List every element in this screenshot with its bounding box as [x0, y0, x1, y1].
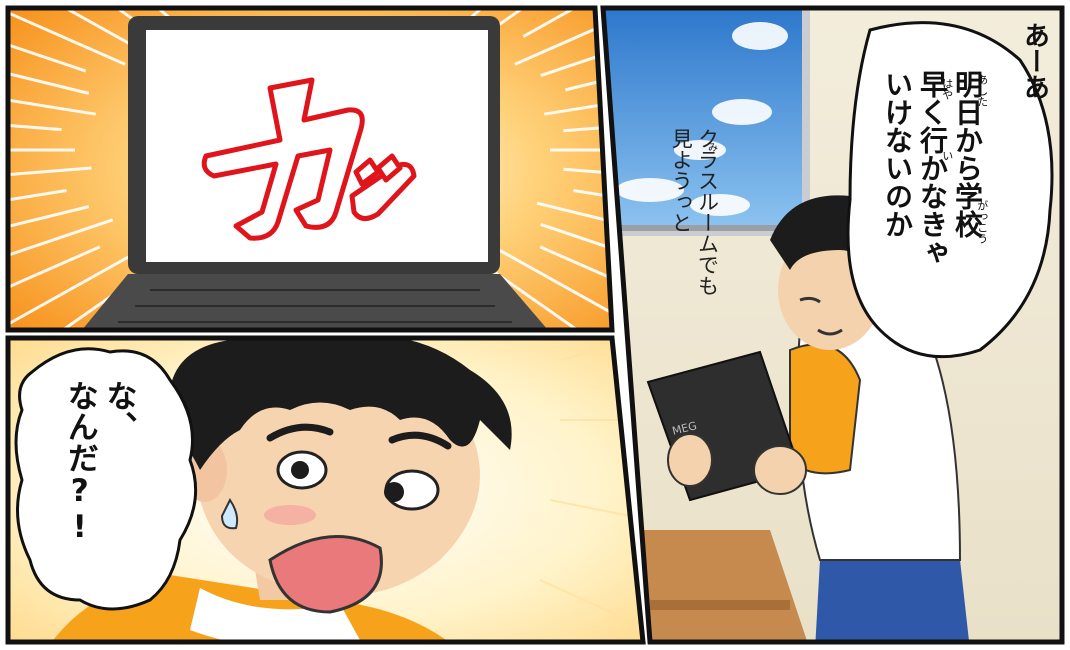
ruby-gakkou: がっこう — [975, 200, 989, 244]
speed-line — [539, 245, 612, 330]
speed-line — [8, 8, 130, 45]
speed-line — [8, 67, 97, 116]
laptop-keyboard-base — [82, 274, 548, 330]
speed-line — [8, 8, 126, 66]
desk — [640, 530, 810, 642]
speech-surprise: な、 なんだ?! — [61, 380, 137, 545]
speed-line — [514, 8, 612, 66]
speed-line — [8, 205, 90, 272]
speed-line — [8, 107, 62, 132]
speed-line — [8, 255, 130, 330]
speed-line — [499, 249, 612, 330]
boy-face — [190, 361, 480, 596]
speed-line — [8, 218, 114, 310]
speed-line — [8, 166, 92, 193]
speed-line — [8, 8, 87, 73]
speed-line — [43, 0, 189, 5]
speed-line — [492, 270, 612, 330]
panel-borders — [5, 5, 1065, 645]
sfx-ka: カッ — [230, 120, 350, 207]
speed-line — [8, 245, 101, 330]
speech-school: 明日から学校 早く行かなきゃ いけないのか — [881, 70, 984, 266]
monologue-classroom: クラスルームでも 見ようっと — [669, 128, 720, 296]
speed-line — [543, 67, 612, 116]
ruby-ashita: あした — [975, 74, 989, 107]
speed-line — [540, 222, 612, 310]
boy-mouth — [268, 534, 383, 614]
ruby-mi: み — [705, 142, 717, 152]
sfx-ka-graphic — [201, 77, 417, 241]
speed-line — [522, 8, 612, 38]
sigh-text: あーあ — [1019, 22, 1050, 100]
speed-line — [8, 28, 90, 95]
speed-line — [540, 8, 612, 78]
speech-bubble-school — [846, 21, 1054, 359]
ruby-i: い — [940, 150, 954, 161]
speed-line — [8, 189, 67, 233]
speech-bubble-surprise — [14, 347, 198, 611]
speed-line — [536, 201, 612, 272]
ruby-haya: はや — [940, 78, 954, 100]
boy-hair — [168, 338, 512, 470]
